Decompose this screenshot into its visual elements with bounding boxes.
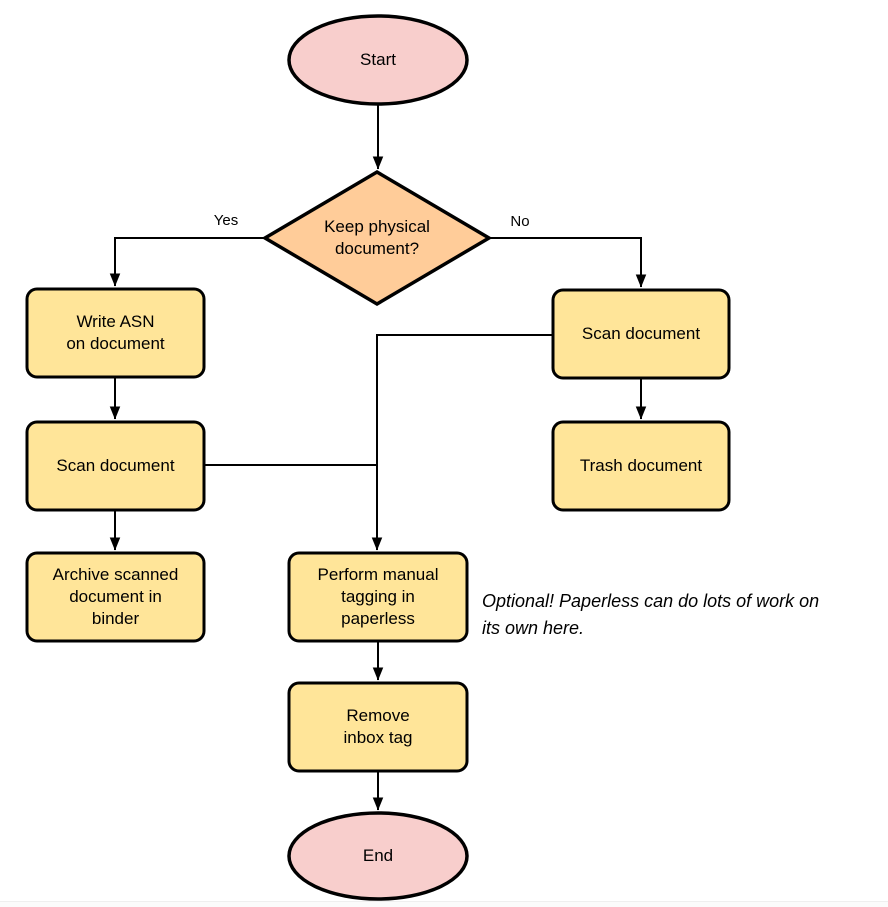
edges xyxy=(109,104,647,811)
edge-decision-no xyxy=(489,237,647,288)
edge-label-yes: Yes xyxy=(213,212,239,229)
node-decision-shape xyxy=(261,169,493,307)
edge-scandiscard-to-tagging xyxy=(371,334,553,551)
edge-label-no: No xyxy=(510,213,530,230)
nodes xyxy=(25,14,731,901)
edge-decision-yes xyxy=(109,237,265,287)
node-remove-inbox-shape xyxy=(287,681,469,773)
bottom-divider xyxy=(0,901,888,902)
node-trash-shape xyxy=(551,420,731,512)
bottom-strip xyxy=(0,902,888,907)
node-tagging-shape xyxy=(287,551,469,643)
node-start-shape xyxy=(287,14,469,106)
node-scan-discard-shape xyxy=(551,288,731,380)
node-write-asn-shape xyxy=(25,287,206,379)
optional-note: Optional! Paperless can do lots of work … xyxy=(482,591,820,638)
node-scan-keep-shape xyxy=(25,420,206,512)
node-archive-shape xyxy=(25,551,206,643)
node-end-shape xyxy=(287,811,469,901)
